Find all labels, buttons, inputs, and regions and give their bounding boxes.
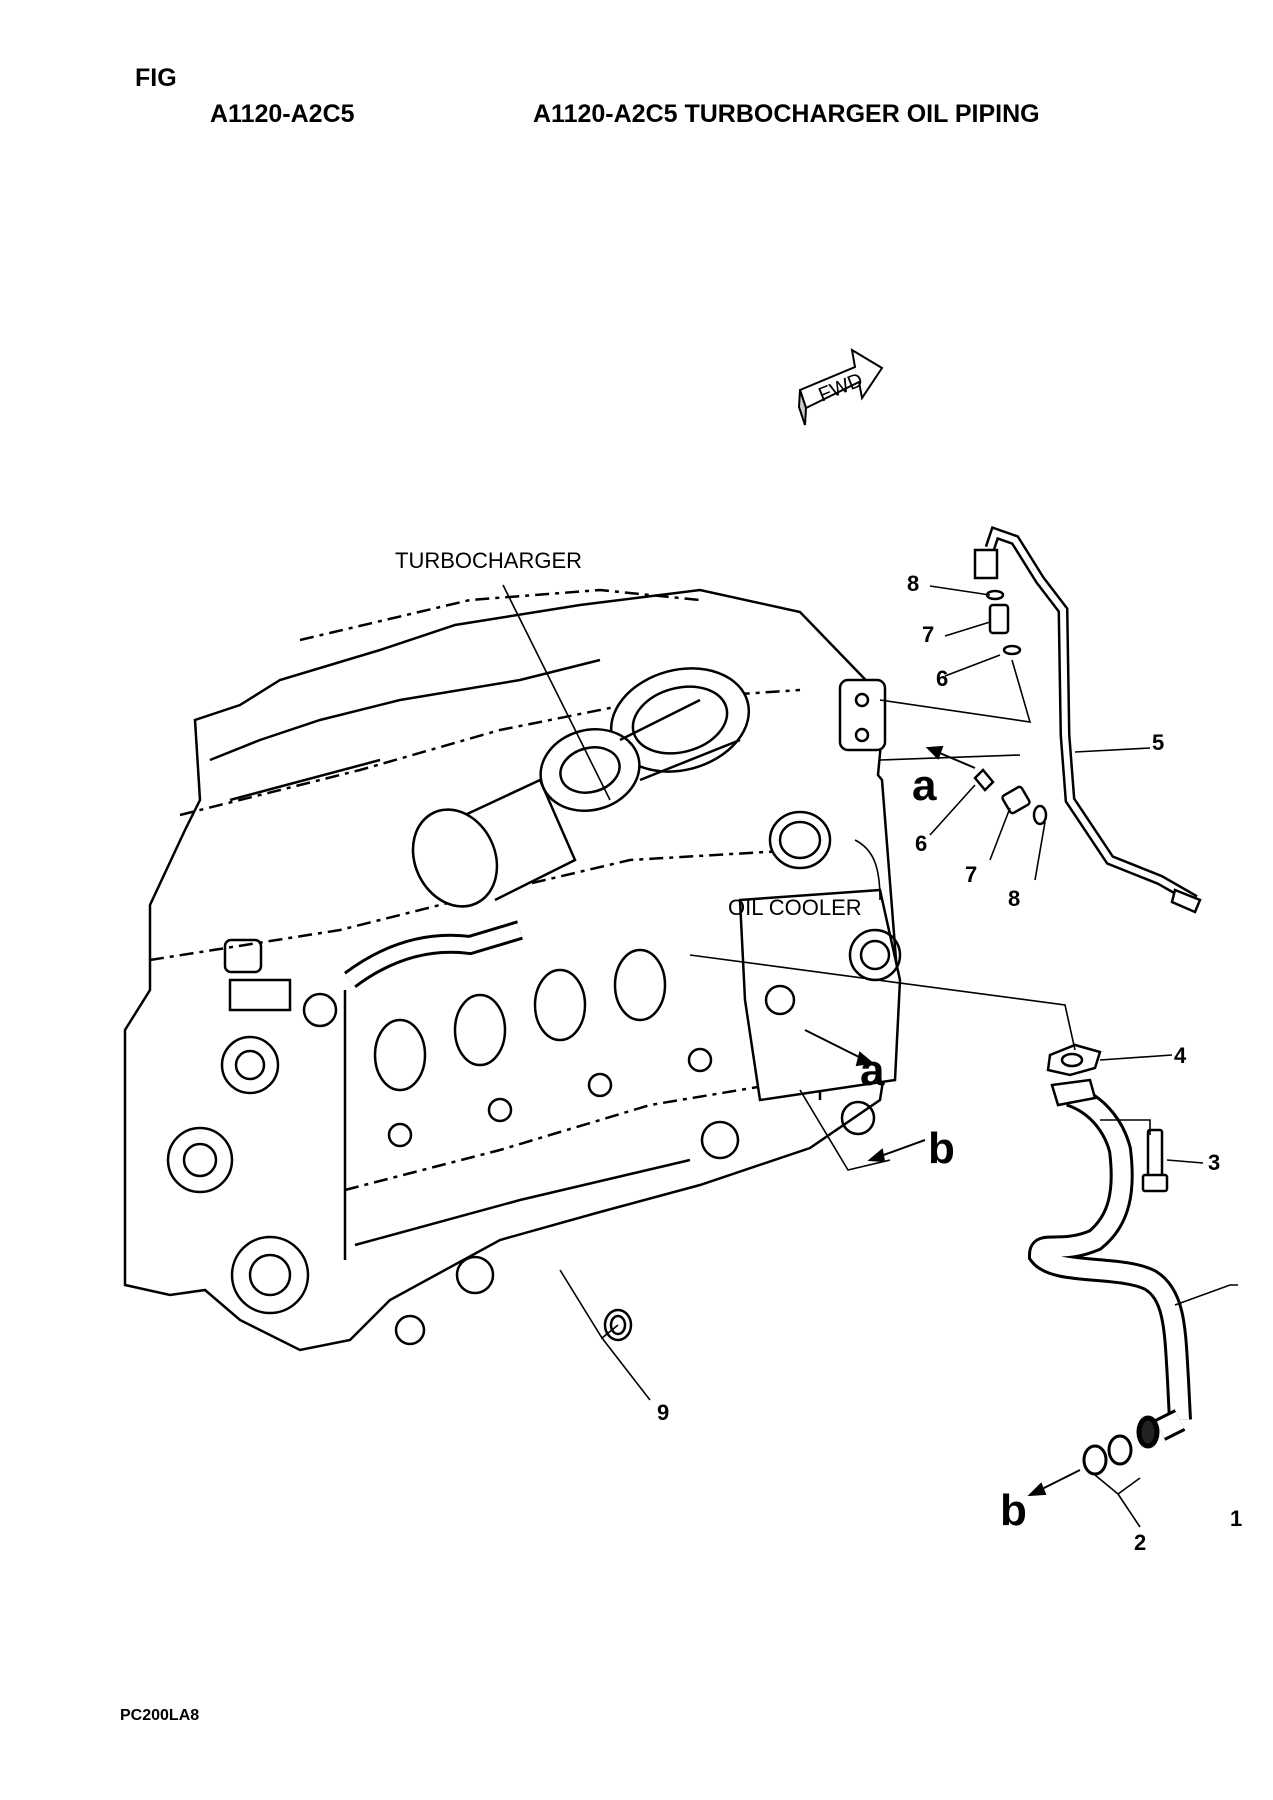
callout-6-top: 6 [936, 666, 948, 691]
engine-block [123, 588, 902, 1352]
gasket [1046, 1043, 1102, 1077]
callout-8-mid: 8 [1008, 886, 1020, 911]
callout-4: 4 [1174, 1043, 1187, 1068]
callout-7-top: 7 [922, 622, 934, 647]
view-marker-a-bottom: a [860, 1046, 885, 1095]
model-footer: PC200LA8 [120, 1707, 200, 1724]
callout-8-top: 8 [907, 571, 919, 596]
oil-return-pipe [1027, 1078, 1192, 1449]
oil-supply-pipe [973, 525, 1202, 914]
callout-7-mid: 7 [965, 862, 977, 887]
o-rings [1082, 1434, 1133, 1476]
figure-label: FIG [135, 64, 177, 92]
callout-5: 5 [1152, 730, 1164, 755]
view-marker-a-top: a [912, 761, 937, 810]
figure-title: A1120-A2C5 TURBOCHARGER OIL PIPING [533, 100, 1040, 128]
callout-6-mid: 6 [915, 831, 927, 856]
pipe-fittings [973, 589, 1048, 826]
view-marker-b-bottom: b [1000, 1486, 1027, 1535]
bolt [1141, 1128, 1169, 1193]
callout-1: 1 [1230, 1506, 1242, 1531]
view-marker-b-top: b [928, 1124, 955, 1173]
fwd-arrow: FWD [797, 348, 884, 426]
leader-lines [502, 584, 1238, 1528]
oil-cooler-label: OIL COOLER [728, 895, 862, 920]
turbocharger-label: TURBOCHARGER [395, 548, 582, 573]
callout-9: 9 [657, 1400, 669, 1425]
callout-3: 3 [1208, 1150, 1220, 1175]
figure-code: A1120-A2C5 [210, 100, 355, 128]
view-arrows [804, 745, 1081, 1497]
callout-2: 2 [1134, 1530, 1146, 1555]
